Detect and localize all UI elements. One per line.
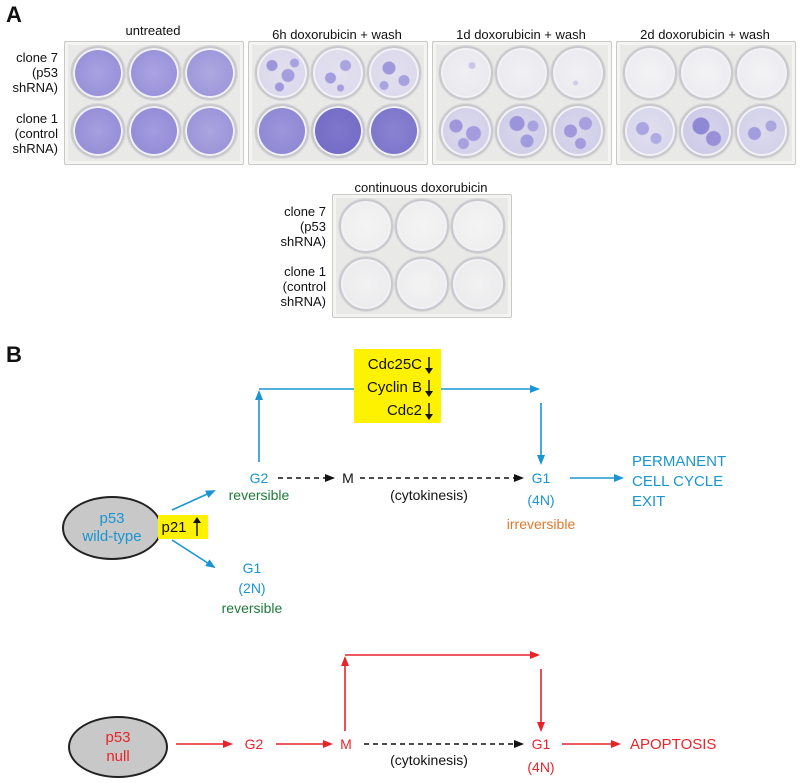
- g2-wt-status: reversible: [228, 487, 290, 503]
- well: [451, 257, 505, 311]
- well: [339, 257, 393, 311]
- cdc25c-label: Cdc25C: [367, 356, 422, 373]
- well: [439, 46, 493, 100]
- plate-title-untreated: untreated: [125, 23, 181, 38]
- g2-wt-label: G2: [249, 470, 269, 486]
- well: [735, 46, 789, 100]
- permanent-exit-label: PERMANENT CELL CYCLE EXIT: [632, 453, 727, 510]
- plate-continuous-doxorubicin: [332, 194, 512, 318]
- g2-null-label: G2: [244, 736, 264, 752]
- well: [127, 46, 181, 100]
- up-arrow-icon: [193, 517, 201, 536]
- well: [395, 257, 449, 311]
- m-wt-label: M: [342, 470, 354, 486]
- g1-2n-ploidy: (2N): [238, 580, 266, 596]
- row-label-clone1: clone 1 (control shRNA): [12, 111, 58, 156]
- well: [495, 46, 549, 100]
- mitotic-regulators-box: [354, 349, 441, 423]
- row-label-clone7-continuous: clone 7 (p53 shRNA): [280, 204, 326, 249]
- plate-2d-doxorubicin: [616, 41, 796, 165]
- p21-box: [158, 515, 208, 539]
- well: [339, 199, 393, 253]
- down-arrow-icon: [425, 380, 433, 397]
- well: [311, 46, 365, 100]
- p53-null-label: p53 null: [105, 729, 131, 765]
- arrow-p21-to-g2: [171, 490, 216, 511]
- plate-title-continuous: continuous doxorubicin: [354, 180, 488, 195]
- well: [679, 104, 733, 158]
- cdc2-label: Cdc2: [386, 402, 422, 419]
- plate-untreated: [64, 41, 244, 165]
- arrow-p21-to-g1-2n: [171, 539, 216, 569]
- well: [551, 46, 605, 100]
- well: [551, 104, 605, 158]
- well: [395, 199, 449, 253]
- g1-null-ploidy: (4N): [527, 759, 555, 775]
- well: [127, 104, 181, 158]
- p53-wild-type-node: [62, 496, 162, 560]
- well: [367, 46, 421, 100]
- g1-null-label: G1: [531, 736, 551, 752]
- well: [367, 104, 421, 158]
- apoptosis-label: APOPTOSIS: [630, 736, 717, 753]
- plate-1d-doxorubicin: [432, 41, 612, 165]
- well: [71, 46, 125, 100]
- well: [623, 104, 677, 158]
- down-arrow-icon: [425, 357, 433, 374]
- g1-2n-status: reversible: [221, 600, 283, 616]
- down-arrow-icon: [425, 403, 433, 420]
- plate-title-1d: 1d doxorubicin + wash: [456, 27, 586, 42]
- plate-6h-doxorubicin: [248, 41, 428, 165]
- row-label-clone1-continuous: clone 1 (control shRNA): [280, 264, 326, 309]
- well: [495, 104, 549, 158]
- well: [623, 46, 677, 100]
- cytokinesis-null-label: (cytokinesis): [390, 752, 468, 768]
- g1-4n-wt-label: G1: [531, 470, 551, 486]
- m-null-label: M: [340, 736, 352, 752]
- g1-4n-wt-ploidy: (4N): [527, 492, 555, 508]
- well: [183, 46, 237, 100]
- well: [255, 104, 309, 158]
- g1-4n-wt-status: irreversible: [506, 516, 576, 532]
- well: [451, 199, 505, 253]
- well: [311, 104, 365, 158]
- p21-label: p21: [161, 519, 187, 536]
- panel-b-label: B: [6, 342, 22, 367]
- row-label-clone7: clone 7 (p53 shRNA): [12, 50, 58, 95]
- well: [735, 104, 789, 158]
- p53-null-node: [68, 716, 168, 778]
- cyclin-b-label: Cyclin B: [366, 379, 422, 396]
- well: [183, 104, 237, 158]
- p53-wild-type-label: p53 wild-type: [82, 510, 142, 545]
- plate-title-2d: 2d doxorubicin + wash: [640, 27, 770, 42]
- well: [71, 104, 125, 158]
- plate-title-6h: 6h doxorubicin + wash: [272, 27, 402, 42]
- panel-a-label: A: [6, 2, 22, 27]
- g1-2n-label: G1: [242, 560, 262, 576]
- well: [439, 104, 493, 158]
- cytokinesis-wt-label: (cytokinesis): [390, 487, 468, 503]
- well: [255, 46, 309, 100]
- well: [679, 46, 733, 100]
